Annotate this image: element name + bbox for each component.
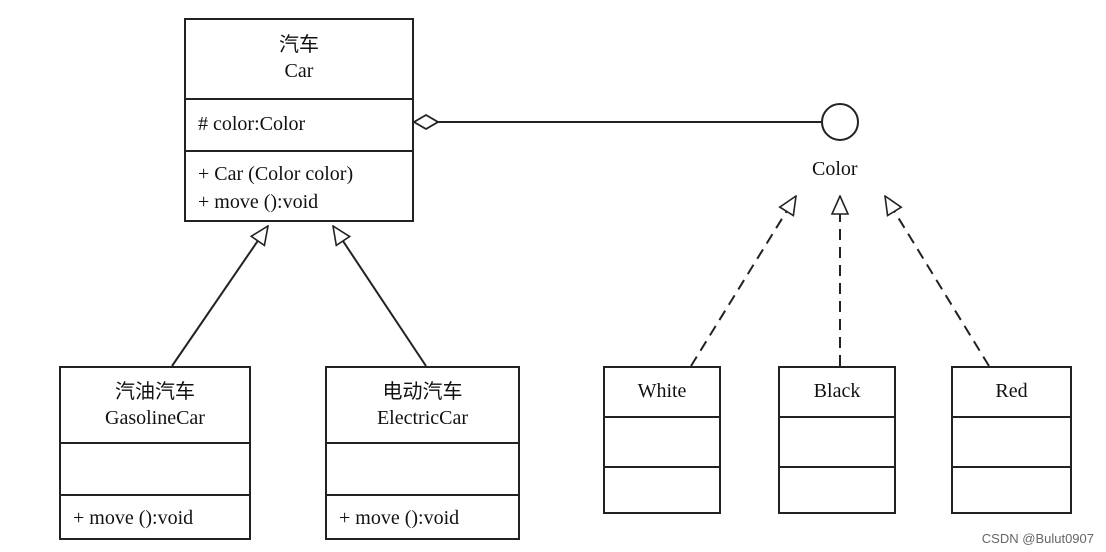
operation-move: + move ():void	[339, 507, 460, 529]
class-name-section: Red	[953, 368, 1070, 416]
attribute-section	[605, 416, 719, 466]
attribute-section	[327, 442, 518, 494]
class-name-cn: 汽车	[279, 34, 319, 56]
watermark: CSDN @Bulut0907	[981, 531, 1094, 546]
class-name-section: White	[605, 368, 719, 416]
class-name: Black	[813, 380, 861, 402]
class-name-en: GasolineCar	[105, 407, 205, 429]
operation-constructor: + Car (Color color)	[198, 163, 354, 185]
class-name-section: 汽车 Car	[186, 20, 412, 98]
class-gasolinecar[interactable]: 汽油汽车 GasolineCar + move ():void	[59, 366, 251, 540]
aggregation-diamond	[412, 113, 440, 131]
attribute-color: # color:Color	[198, 113, 306, 135]
class-white[interactable]: White	[603, 366, 721, 514]
class-name-en: Car	[284, 60, 314, 82]
operation-section	[780, 466, 894, 512]
realization-white	[690, 196, 796, 367]
attribute-section	[61, 442, 249, 494]
attribute-section	[953, 416, 1070, 466]
operation-move: + move ():void	[198, 191, 319, 213]
class-name: White	[637, 380, 687, 402]
operation-section: + Car (Color color) + move ():void	[186, 150, 412, 220]
generalization-gasolinecar	[171, 226, 268, 367]
class-electriccar[interactable]: 电动汽车 ElectricCar + move ():void	[325, 366, 520, 540]
class-name-cn: 电动汽车	[382, 381, 463, 403]
generalization-electriccar	[333, 226, 427, 367]
class-name-section: Black	[780, 368, 894, 416]
color-interface-label: Color	[812, 158, 858, 180]
class-car[interactable]: 汽车 Car # color:Color + Car (Color color)…	[184, 18, 414, 222]
class-black[interactable]: Black	[778, 366, 896, 514]
class-name-cn: 汽油汽车	[115, 381, 195, 403]
color-interface-lollipop	[821, 103, 859, 141]
realization-red	[885, 196, 990, 367]
class-name-section: 电动汽车 ElectricCar	[327, 368, 518, 442]
attribute-section	[780, 416, 894, 466]
class-name-en: ElectricCar	[376, 407, 469, 429]
operation-section: + move ():void	[61, 494, 249, 538]
operation-section	[953, 466, 1070, 512]
class-name-section: 汽油汽车 GasolineCar	[61, 368, 249, 442]
attribute-section: # color:Color	[186, 98, 412, 150]
operation-section	[605, 466, 719, 512]
class-name: Red	[995, 380, 1028, 402]
operation-move: + move ():void	[73, 507, 194, 529]
class-red[interactable]: Red	[951, 366, 1072, 514]
operation-section: + move ():void	[327, 494, 518, 538]
